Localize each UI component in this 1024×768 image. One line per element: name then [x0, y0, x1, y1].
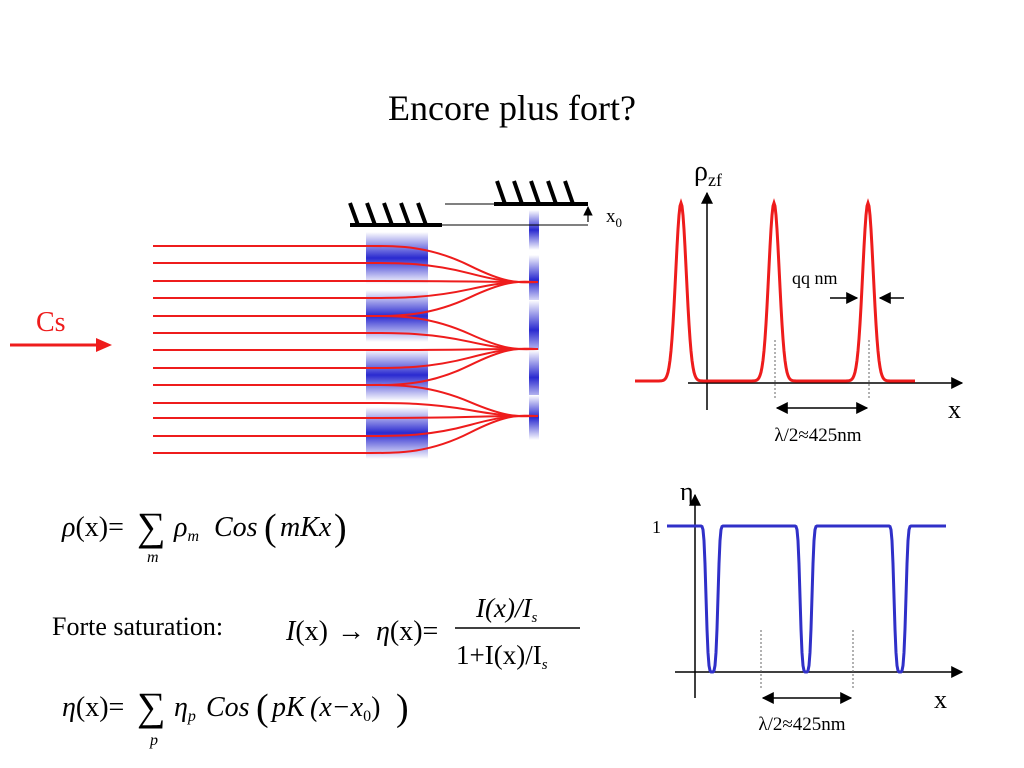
- saturation-prefix: Forte saturation:: [52, 612, 223, 641]
- cs-label: Cs: [36, 307, 66, 338]
- svg-text:mKx: mKx: [280, 512, 332, 543]
- slide-title: Encore plus fort?: [388, 88, 636, 128]
- svg-text:m: m: [147, 549, 159, 566]
- svg-text:ρzf: ρzf: [694, 156, 722, 190]
- svg-text:ηp: ηp: [174, 692, 196, 725]
- svg-text:1+I(x)/Is: 1+I(x)/Is: [456, 640, 548, 673]
- eta-axis-label: η: [680, 477, 694, 506]
- plot-eta: η 1 x λ/2≈425nm: [652, 477, 964, 735]
- svg-text:∑: ∑: [137, 504, 166, 549]
- svg-text:ρm: ρm: [173, 512, 199, 545]
- offset-label: x: [606, 206, 616, 227]
- density-curve: [635, 198, 915, 383]
- density-axis-label: ρ: [694, 156, 708, 187]
- svg-text:η(x)=: η(x)=: [62, 692, 124, 723]
- offset-label-sub: 0: [616, 215, 623, 230]
- plot-density: ρzf x qq nm λ/2≈425nm: [635, 156, 964, 446]
- mirror-right: [494, 180, 588, 206]
- svg-text:Cos: Cos: [214, 512, 258, 543]
- eta-x-label: x: [934, 685, 947, 714]
- svg-text:I(x)/Is: I(x)/Is: [475, 593, 537, 626]
- equation-saturation: Forte saturation: I(x) → η(x)= I(x)/Is 1…: [52, 593, 580, 673]
- equation-density-series: ρ(x)= ∑ m ρm Cos ( mKx ): [61, 504, 347, 566]
- density-period-label: λ/2≈425nm: [774, 425, 861, 446]
- svg-text:): ): [396, 687, 409, 729]
- svg-text:(x−x0): (x−x0): [310, 692, 380, 725]
- svg-text:→: →: [337, 616, 365, 647]
- svg-text:ρ(x)=: ρ(x)=: [61, 512, 124, 543]
- equation-eta-series: η(x)= ∑ p ηp Cos ( pK (x−x0) ): [62, 684, 409, 749]
- mirror-offset-marker: x0: [430, 203, 622, 230]
- density-x-label: x: [948, 395, 961, 424]
- svg-text:pK: pK: [270, 692, 306, 723]
- standing-wave-thin: [529, 210, 539, 440]
- density-axis-sub: zf: [708, 170, 722, 190]
- svg-text:η(x)=: η(x)=: [376, 616, 438, 647]
- svg-text:p: p: [149, 732, 158, 749]
- eta-curve: [667, 524, 946, 674]
- svg-text:I(x): I(x): [285, 616, 328, 647]
- svg-text:(: (: [256, 687, 269, 729]
- eta-y-tick: 1: [652, 517, 661, 537]
- eta-period-label: λ/2≈425nm: [758, 714, 845, 735]
- svg-text:Cos: Cos: [206, 692, 250, 723]
- svg-text:): ): [334, 507, 347, 549]
- mirror-left: [348, 202, 442, 227]
- svg-text:(: (: [264, 507, 277, 549]
- beam-arrow: [10, 338, 112, 352]
- svg-text:x0: x0: [606, 206, 622, 230]
- svg-text:∑: ∑: [137, 684, 166, 729]
- atom-trajectories: [153, 245, 539, 454]
- standing-wave-bands: [366, 232, 428, 459]
- peak-width-label: qq nm: [792, 268, 838, 288]
